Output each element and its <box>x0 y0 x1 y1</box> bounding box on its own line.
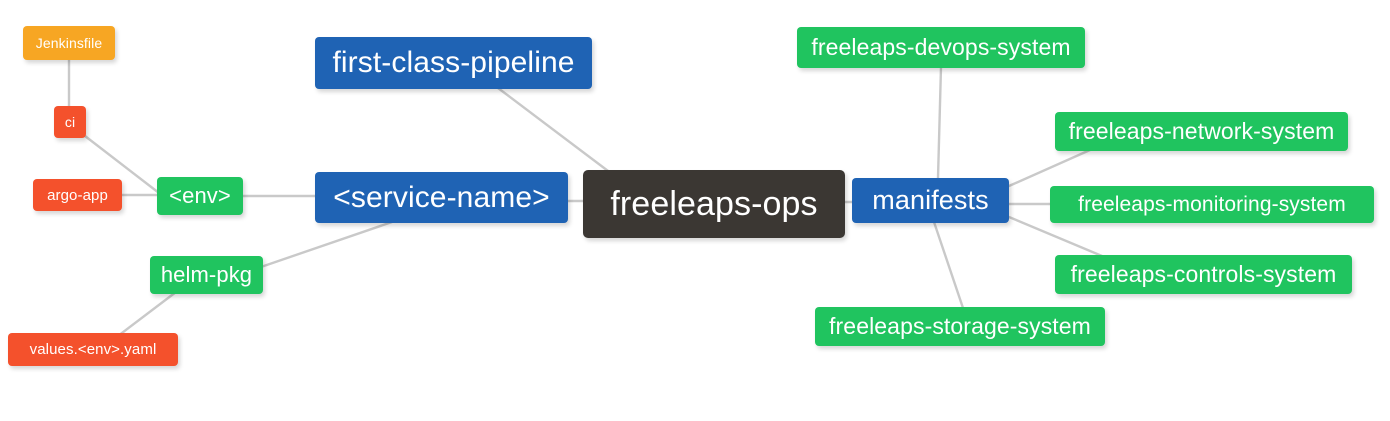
node-env[interactable]: <env> <box>157 177 243 215</box>
node-values-yaml[interactable]: values.<env>.yaml <box>8 333 178 366</box>
node-freeleaps-network-system[interactable]: freeleaps-network-system <box>1055 112 1348 151</box>
node-freeleaps-storage-system[interactable]: freeleaps-storage-system <box>815 307 1105 346</box>
edge-manifests-storagesystem <box>932 220 965 310</box>
node-first-class-pipeline[interactable]: first-class-pipeline <box>315 37 592 89</box>
node-service-name-label: <service-name> <box>333 180 550 214</box>
edge-helmpkg-servicename <box>256 220 394 270</box>
node-ci-label: ci <box>64 114 76 130</box>
node-freeleaps-network-system-label: freeleaps-network-system <box>1068 118 1335 144</box>
node-freeleaps-monitoring-system-label: freeleaps-monitoring-system <box>1078 193 1346 216</box>
node-env-label: <env> <box>169 183 231 208</box>
node-freeleaps-devops-system-label: freeleaps-devops-system <box>811 34 1071 60</box>
node-root-freeleaps-ops[interactable]: freeleaps-ops <box>583 170 845 238</box>
node-freeleaps-storage-system-label: freeleaps-storage-system <box>829 313 1091 339</box>
node-manifests-label: manifests <box>872 185 989 215</box>
node-root-label: freeleaps-ops <box>610 185 818 223</box>
edge-manifests-networksystem <box>1007 148 1092 188</box>
edge-manifests-devopssystem <box>936 65 943 180</box>
node-ci[interactable]: ci <box>54 106 86 138</box>
node-freeleaps-controls-system[interactable]: freeleaps-controls-system <box>1055 255 1352 294</box>
edge-valuesyaml-helmpkg <box>116 290 178 338</box>
node-service-name[interactable]: <service-name> <box>315 172 568 223</box>
node-argo-app[interactable]: argo-app <box>33 179 122 211</box>
node-helm-pkg[interactable]: helm-pkg <box>150 256 263 294</box>
node-jenkinsfile-label: Jenkinsfile <box>35 35 103 51</box>
node-freeleaps-monitoring-system[interactable]: freeleaps-monitoring-system <box>1050 186 1374 223</box>
node-helm-pkg-label: helm-pkg <box>160 262 253 287</box>
edge-servicename-firstclasspipeline <box>496 86 622 182</box>
node-argo-app-label: argo-app <box>47 186 108 204</box>
node-first-class-pipeline-label: first-class-pipeline <box>332 46 575 79</box>
node-values-yaml-label: values.<env>.yaml <box>29 341 157 358</box>
node-freeleaps-devops-system[interactable]: freeleaps-devops-system <box>797 27 1085 68</box>
node-manifests[interactable]: manifests <box>852 178 1009 223</box>
node-freeleaps-controls-system-label: freeleaps-controls-system <box>1070 261 1337 287</box>
node-jenkinsfile[interactable]: Jenkinsfile <box>23 26 115 60</box>
